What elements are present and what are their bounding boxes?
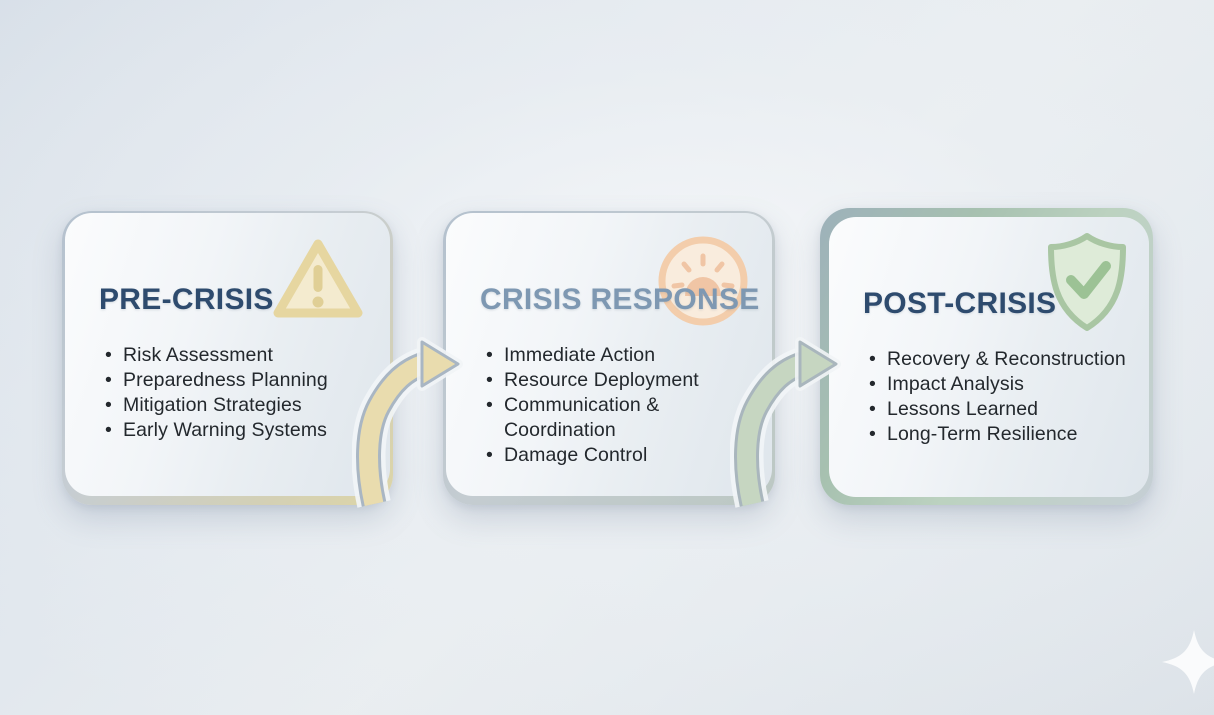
bullet-item: Early Warning Systems	[103, 418, 372, 443]
card-crisis-response-body: CRISIS RESPONSE Immediate Action Resourc…	[446, 213, 772, 496]
bullet-item: Recovery & Reconstruction	[867, 347, 1131, 372]
bullet-item: Immediate Action	[484, 343, 719, 368]
bullet-item: Mitigation Strategies	[103, 393, 372, 418]
arrow-response-to-post-icon	[730, 337, 841, 508]
bullet-item: Long-Term Resilience	[867, 422, 1131, 447]
card-post-crisis-title: POST-CRISIS	[863, 287, 1057, 320]
card-crisis-response-title: CRISIS RESPONSE	[480, 283, 760, 316]
shield-check-icon	[1048, 233, 1126, 331]
card-pre-crisis-body: PRE-CRISIS Risk Assessment Preparedness …	[65, 213, 390, 496]
arrow-pre-to-response-icon	[352, 337, 463, 508]
card-crisis-response: CRISIS RESPONSE Immediate Action Resourc…	[443, 211, 775, 505]
sparkle-shape	[1162, 630, 1214, 694]
bullet-item: Impact Analysis	[867, 372, 1131, 397]
card-post-crisis-body: POST-CRISIS Recovery & Reconstruction Im…	[829, 217, 1149, 497]
warning-triangle-icon	[273, 239, 363, 318]
bullet-item: Communication & Coordination	[484, 393, 719, 443]
alarm-light-icon	[658, 236, 748, 326]
card-pre-crisis-bullets: Risk Assessment Preparedness Planning Mi…	[103, 343, 372, 443]
card-pre-crisis: PRE-CRISIS Risk Assessment Preparedness …	[62, 211, 393, 505]
card-crisis-response-bullets: Immediate Action Resource Deployment Com…	[484, 343, 754, 468]
bullet-item: Risk Assessment	[103, 343, 372, 368]
bullet-item: Preparedness Planning	[103, 368, 372, 393]
bullet-item: Lessons Learned	[867, 397, 1131, 422]
card-pre-crisis-title: PRE-CRISIS	[99, 283, 274, 316]
card-post-crisis: POST-CRISIS Recovery & Reconstruction Im…	[820, 208, 1153, 505]
bullet-item: Resource Deployment	[484, 368, 719, 393]
card-post-crisis-bullets: Recovery & Reconstruction Impact Analysi…	[867, 347, 1131, 447]
bullet-item: Damage Control	[484, 443, 719, 468]
